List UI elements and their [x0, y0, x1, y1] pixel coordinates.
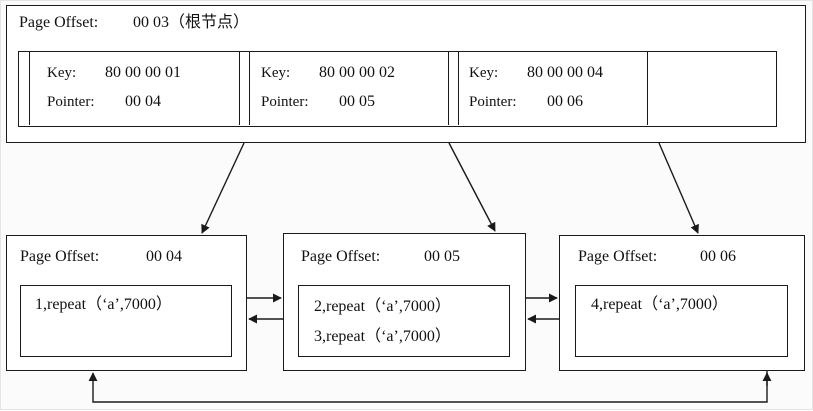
row-divider-2b: [458, 52, 459, 125]
key-value: 80 00 00 01: [105, 64, 181, 81]
leaf-page-offset-value: 00 06: [700, 248, 736, 265]
record-row: 4,repeat（‘a’,7000）: [591, 296, 728, 313]
record-row: 1,repeat（‘a’,7000）: [35, 296, 172, 313]
leaf-page-3: Page Offset: 00 06 4,repeat（‘a’,7000）: [559, 235, 805, 371]
pointer-arrow-00-04: [201, 142, 245, 234]
leaf-page-1: Page Offset: 00 04 1,repeat（‘a’,7000）: [6, 235, 247, 371]
root-page-offset-value: 00 03（根节点）: [133, 14, 250, 31]
record-row: 2,repeat（‘a’,7000）: [314, 298, 451, 315]
key-value: 80 00 00 02: [319, 64, 395, 81]
key-value: 80 00 00 04: [527, 64, 603, 81]
leaf-page-offset-label: Page Offset:: [578, 248, 658, 265]
key-label: Key:: [261, 65, 291, 81]
root-page: Page Offset: 00 03（根节点） Key: 80 00 00 01…: [6, 5, 806, 143]
row-divider-3: [647, 52, 648, 125]
root-page-offset-label: Page Offset:: [19, 14, 99, 31]
leaf-page-offset-value: 00 04: [146, 248, 182, 265]
pointer-arrow-00-05: [448, 142, 496, 232]
leaf-records-1: 1,repeat（‘a’,7000）: [20, 285, 232, 357]
pointer-value: 00 05: [339, 93, 375, 110]
pointer-label: Pointer:: [261, 94, 309, 110]
leaf-page-2: Page Offset: 00 05 2,repeat（‘a’,7000） 3,…: [283, 233, 526, 371]
row-divider-1a: [239, 52, 240, 125]
pointer-label: Pointer:: [469, 94, 517, 110]
leaf-records-3: 4,repeat（‘a’,7000）: [575, 285, 788, 357]
pointer-value: 00 06: [547, 93, 583, 110]
leaf-page-offset-label: Page Offset:: [301, 248, 381, 265]
pointer-value: 00 04: [125, 93, 161, 110]
row-divider-1b: [249, 52, 250, 125]
root-key-row: Key: 80 00 00 01 Pointer: 00 04 Key: 80 …: [18, 51, 777, 127]
pointer-arrow-00-06: [658, 142, 699, 234]
key-label: Key:: [47, 65, 77, 81]
wrap-link-3-to-1: [88, 371, 768, 403]
leaf-page-offset-value: 00 05: [424, 248, 460, 265]
row-divider-2a: [448, 52, 449, 125]
record-row: 3,repeat（‘a’,7000）: [314, 328, 451, 345]
row-divider-left: [29, 52, 30, 125]
key-label: Key:: [469, 65, 499, 81]
leaf-page-offset-label: Page Offset:: [20, 248, 100, 265]
leaf-records-2: 2,repeat（‘a’,7000） 3,repeat（‘a’,7000）: [298, 285, 510, 357]
pointer-label: Pointer:: [47, 94, 95, 110]
